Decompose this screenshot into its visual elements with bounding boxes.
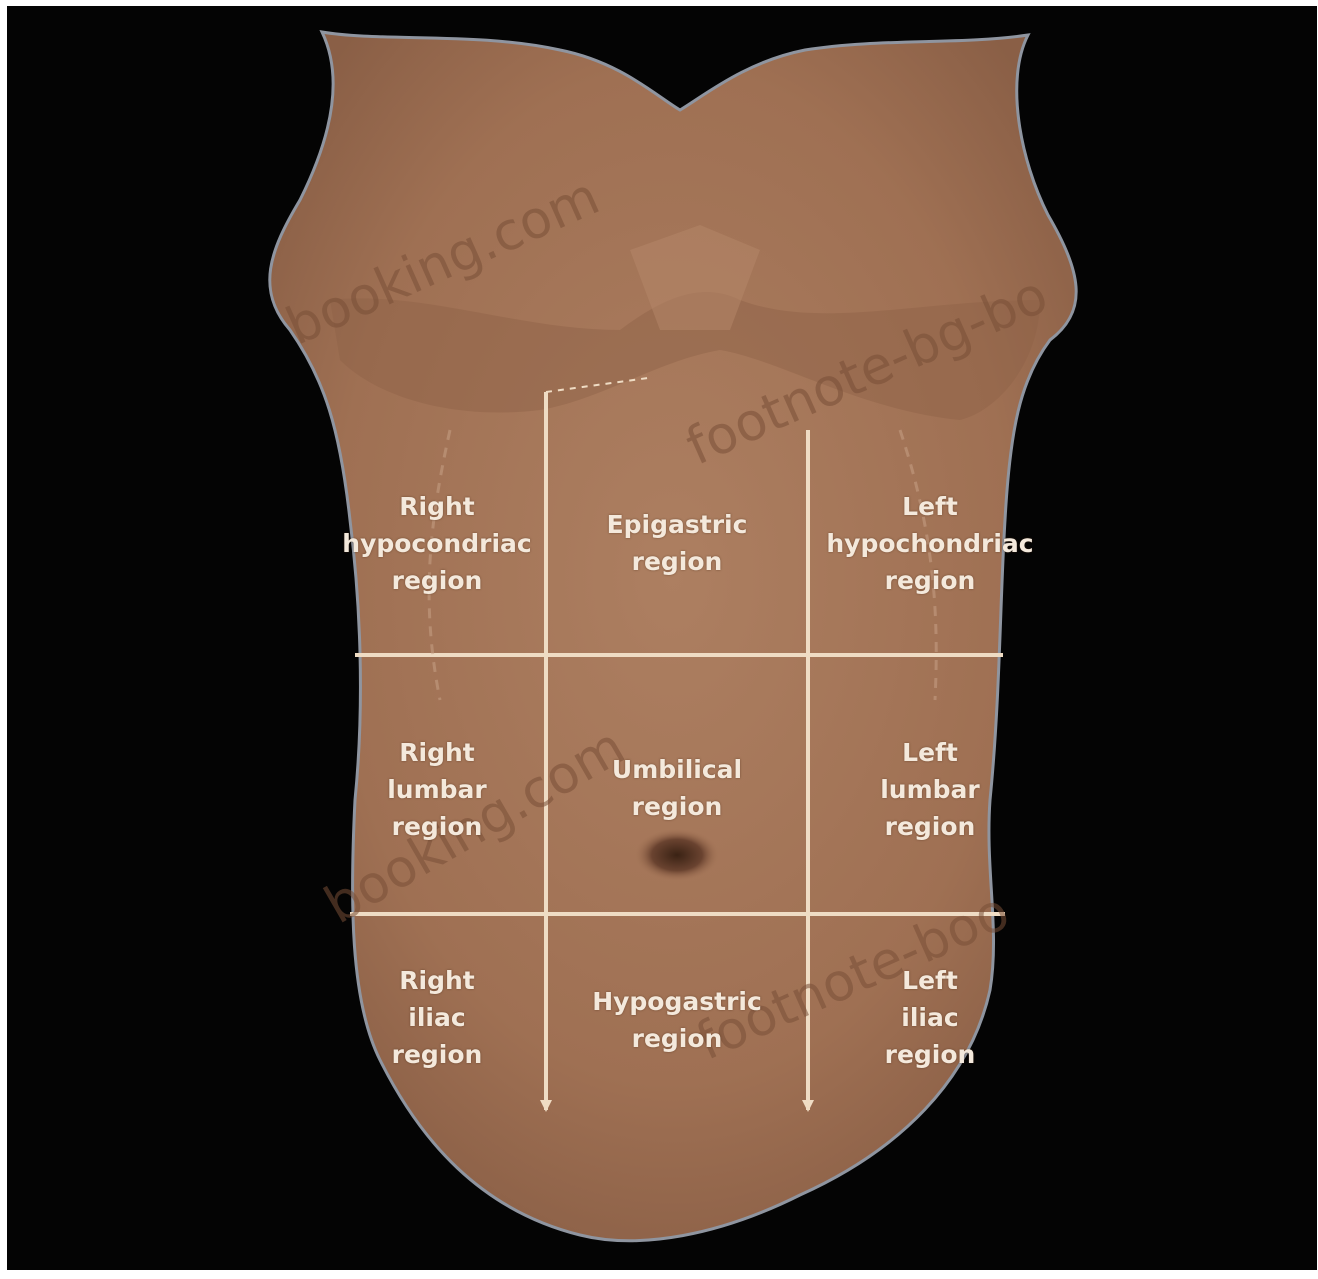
label-left-iliac: Leftiliacregion (820, 962, 1040, 1073)
label-left-lumbar: Leftlumbarregion (820, 734, 1040, 845)
label-right-hypochondriac: Righthypocondriacregion (327, 488, 547, 599)
label-right-iliac: Rightiliacregion (327, 962, 547, 1073)
label-epigastric: Epigastricregion (567, 506, 787, 580)
label-umbilical: Umbilicalregion (567, 751, 787, 825)
label-left-hypochondriac: Lefthypochondriacregion (820, 488, 1040, 599)
navel (635, 829, 719, 881)
label-hypogastric: Hypogastricregion (567, 983, 787, 1057)
label-right-lumbar: Rightlumbarregion (327, 734, 547, 845)
